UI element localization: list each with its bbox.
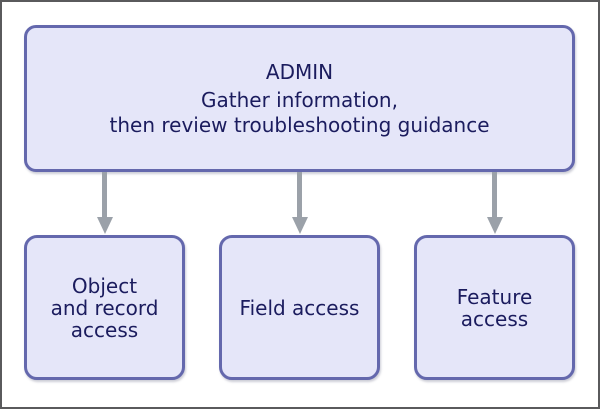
- feature-access-box: Feature access: [414, 235, 575, 380]
- down-arrow-icon-to-feature-access: [486, 172, 503, 234]
- feature-access-label: Feature access: [456, 284, 533, 331]
- down-arrow-icon-to-object-record-access: [96, 172, 113, 234]
- arrow-shaft: [492, 172, 497, 217]
- admin-box-subtitle: Gather information, then review troubles…: [109, 87, 490, 137]
- arrow-head: [486, 217, 503, 234]
- field-access-label: Field access: [239, 295, 360, 320]
- arrow-shaft: [297, 172, 302, 217]
- admin-box: ADMIN Gather information, then review tr…: [24, 25, 575, 172]
- admin-box-title: ADMIN: [265, 59, 334, 84]
- arrow-head: [96, 217, 113, 234]
- field-access-box: Field access: [219, 235, 380, 380]
- arrow-head: [291, 217, 308, 234]
- arrow-shaft: [102, 172, 107, 217]
- down-arrow-icon-to-field-access: [291, 172, 308, 234]
- object-record-access-box: Object and record access: [24, 235, 185, 380]
- object-record-access-label: Object and record access: [50, 273, 159, 342]
